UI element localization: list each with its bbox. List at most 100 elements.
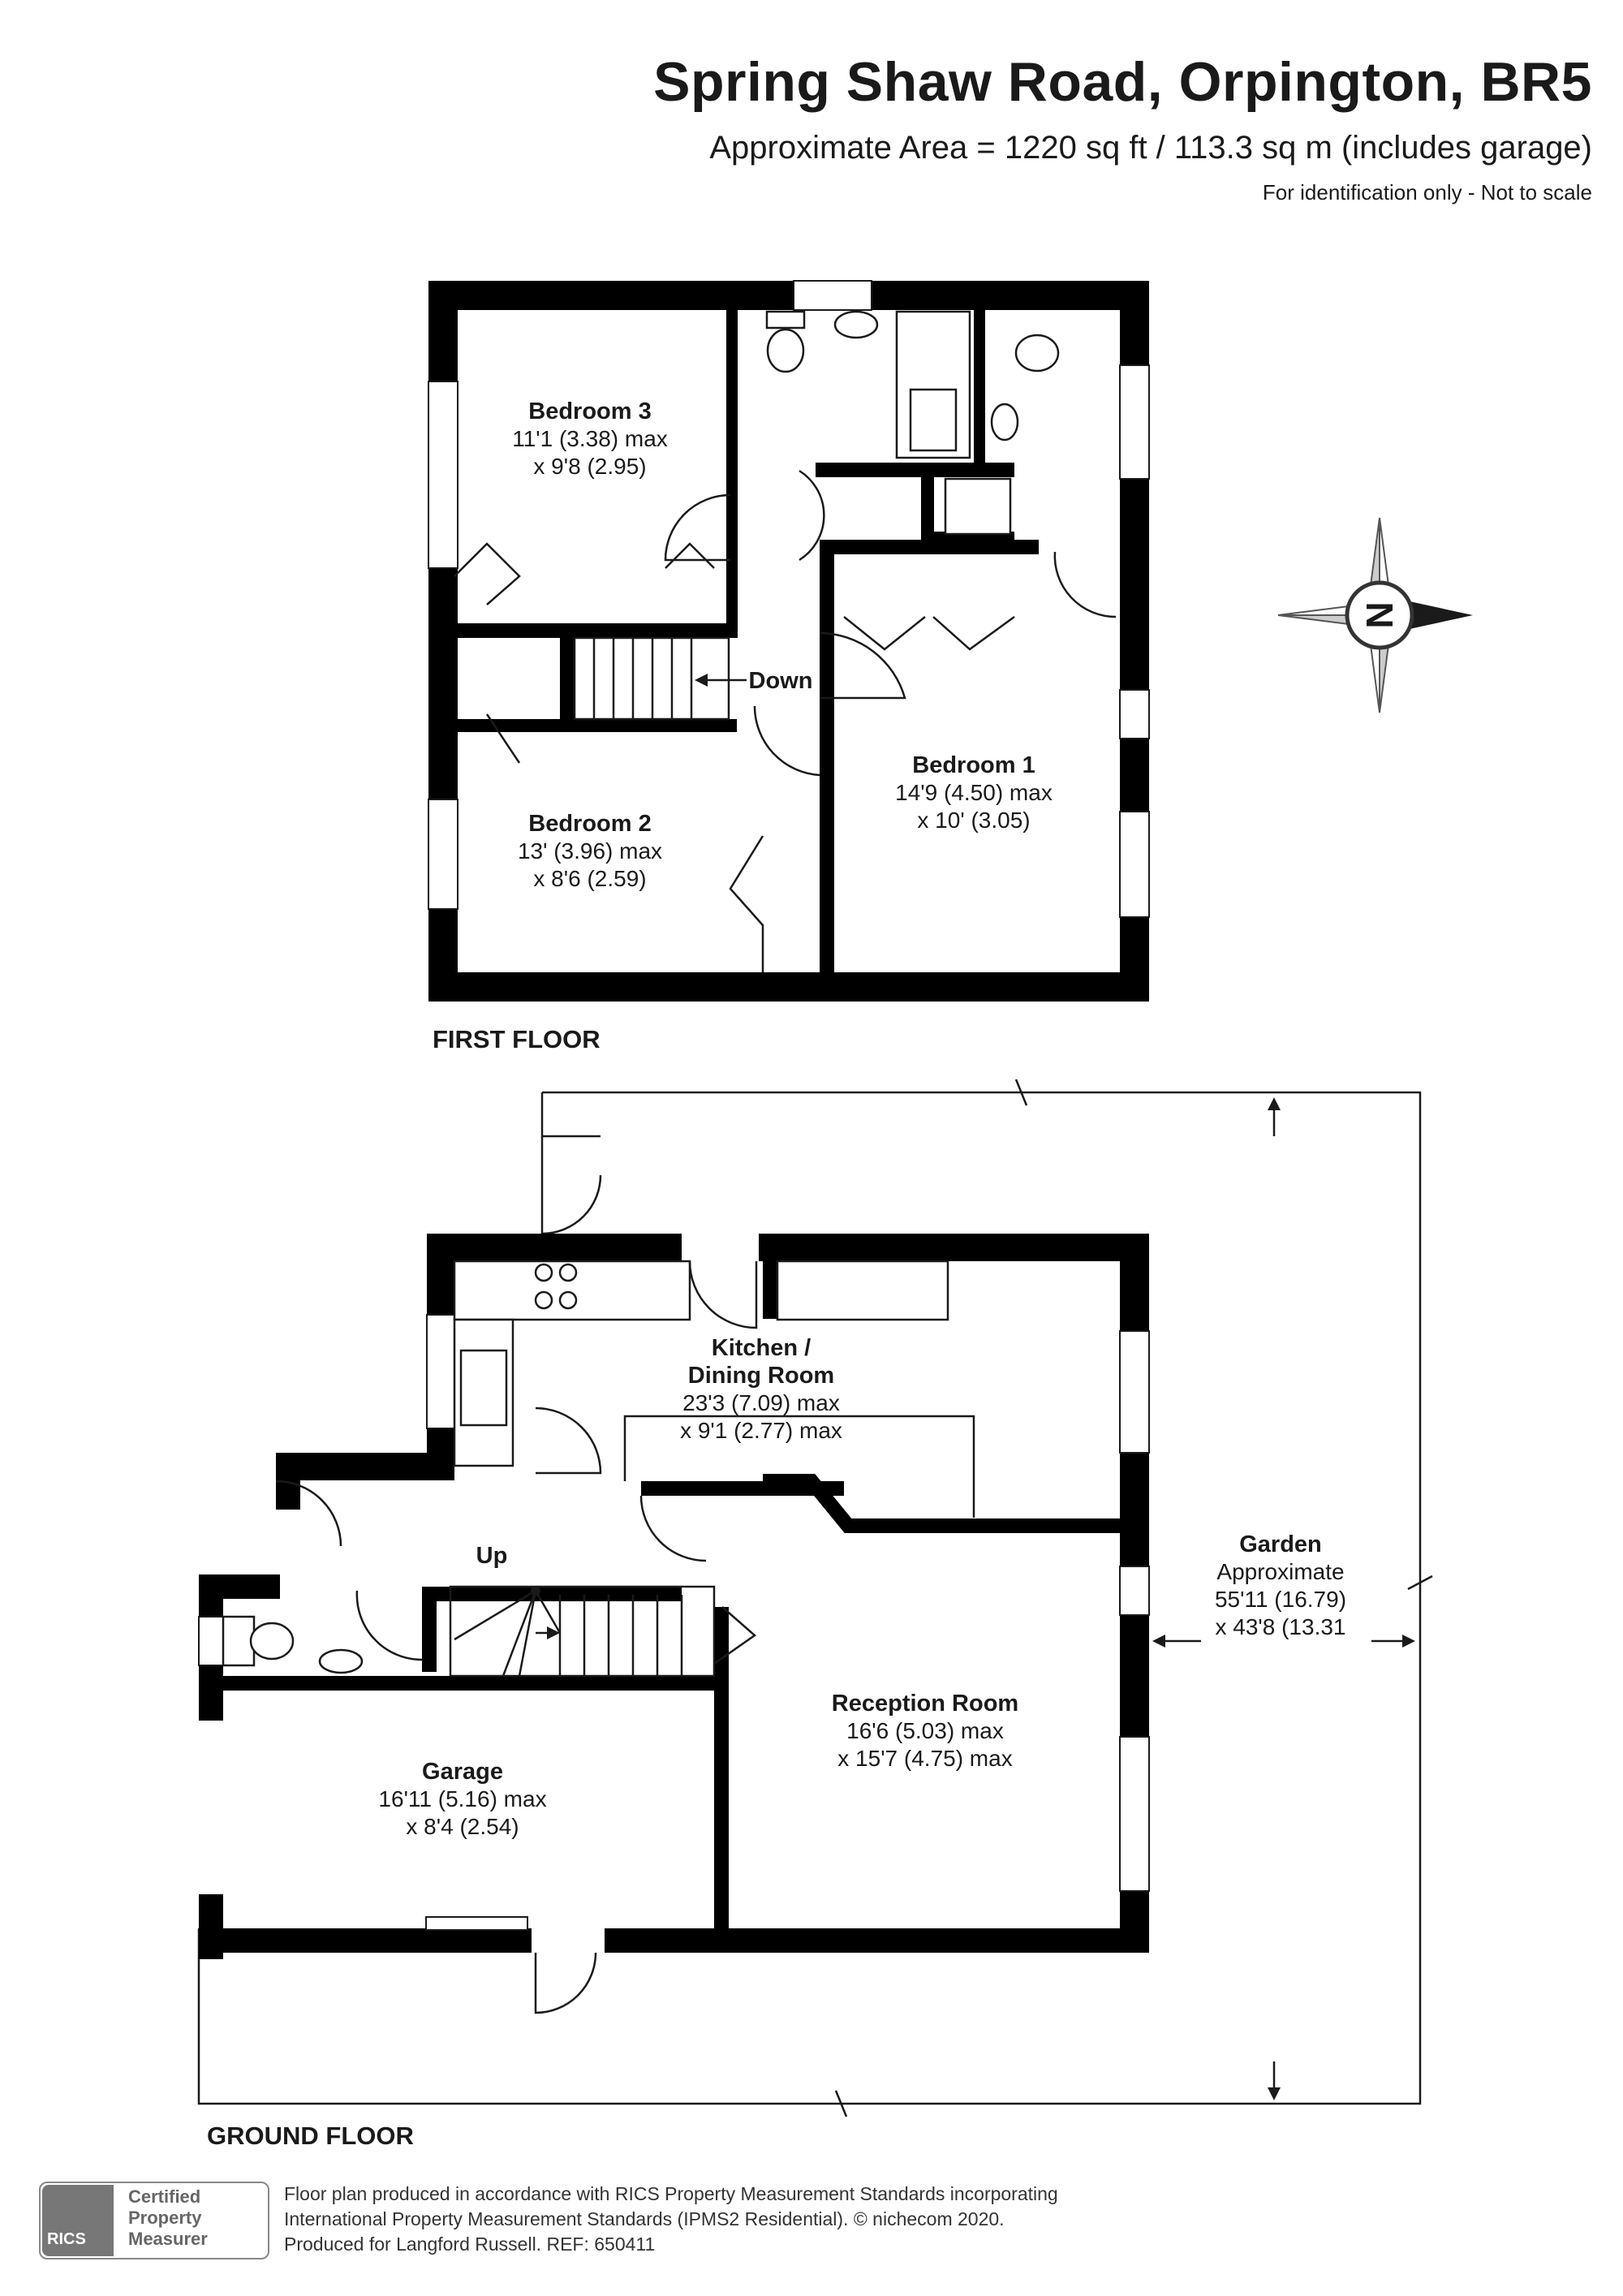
room-dimension: 16'11 (5.16) max (378, 1786, 546, 1811)
window (426, 1314, 455, 1429)
room-name: Bedroom 3 (528, 398, 651, 424)
interior-wall (458, 719, 737, 732)
garden-dimension: 55'11 (16.79) (1215, 1587, 1346, 1612)
room-name: Dining Room (688, 1363, 834, 1389)
window (1119, 689, 1150, 739)
interior-wall (820, 540, 1039, 554)
window (1119, 1566, 1150, 1616)
door-swing (540, 1136, 602, 1235)
interior-wall (763, 1474, 1136, 1533)
wardrobe-door (454, 542, 521, 605)
door-swing (535, 1406, 602, 1475)
window (1119, 364, 1150, 480)
door-swing (799, 469, 825, 562)
stairs-label: Down (749, 668, 813, 694)
rics-logo-text: RICS (47, 2230, 86, 2248)
room-dimension: x 8'4 (2.54) (406, 1814, 519, 1839)
room-name: Garage (422, 1759, 503, 1785)
footer-text: Floor plan produced in accordance with R… (284, 2182, 1058, 2257)
hob-ring (558, 1263, 578, 1282)
room-dimension: 23'3 (7.09) max (682, 1390, 840, 1415)
room-dimension: 13' (3.96) max (518, 838, 662, 864)
door-swing (819, 631, 906, 700)
scale-note: For identification only - Not to scale (1262, 180, 1592, 205)
window (428, 799, 458, 910)
door-swing (688, 1260, 758, 1329)
interior-wall (921, 463, 934, 544)
ground-wall-bottom (605, 1928, 1148, 1953)
toilet-cistern (765, 310, 806, 330)
area-subtitle: Approximate Area = 1220 sq ft / 113.3 sq… (709, 130, 1592, 166)
ground-wall-right (1120, 1234, 1149, 1737)
garden-dimension: x 43'8 (13.31 (1215, 1614, 1345, 1639)
basin (990, 403, 1019, 442)
interior-wall (199, 1676, 726, 1691)
footer-line: Floor plan produced in accordance with R… (284, 2183, 1058, 2204)
hob-ring (534, 1290, 553, 1310)
garden-name: Garden (1239, 1531, 1322, 1557)
interior-wall (458, 623, 738, 638)
door-swing (275, 1480, 342, 1547)
room-dimension: x 9'1 (2.77) max (680, 1418, 842, 1443)
wardrobe-door (843, 615, 1015, 651)
interior-wall (726, 310, 738, 627)
kitchen-worktop (776, 1260, 949, 1321)
shower-tray (944, 477, 1012, 536)
door-swing (534, 1952, 597, 2014)
ground-wall (199, 1574, 280, 1599)
plan-title: Spring Shaw Road, Orpington, BR5 (653, 51, 1592, 113)
door-swing (664, 493, 731, 562)
certified-measurer-text: Certified Property Measurer (128, 2186, 208, 2249)
compass-letter: N (1358, 601, 1401, 628)
room-dimension: x 9'8 (2.95) (533, 454, 646, 479)
interior-wall (763, 1238, 777, 1319)
interior-wall (974, 310, 985, 464)
window (1119, 811, 1150, 918)
hob-ring (534, 1263, 553, 1282)
room-dimension: x 8'6 (2.59) (533, 866, 646, 891)
basin (833, 310, 879, 339)
door-swing (639, 1495, 707, 1562)
ground-floor-stairs (449, 1585, 716, 1678)
window (1119, 1330, 1150, 1454)
hob-ring (558, 1290, 578, 1310)
interior-wall (422, 1591, 437, 1672)
interior-wall (422, 1587, 682, 1601)
ground-wall (276, 1453, 454, 1480)
interior-wall (714, 1607, 729, 1940)
room-name: Reception Room (832, 1691, 1018, 1717)
room-dimension: 11'1 (3.38) max (512, 426, 668, 451)
dining-partition (623, 1415, 975, 1518)
room-name: Kitchen / (712, 1335, 811, 1361)
room-name: Bedroom 1 (912, 752, 1035, 778)
ground-floor-plan: Kitchen / Dining Room 23'3 (7.09) max x … (197, 1079, 1433, 2117)
break-mark (1014, 1079, 1028, 1106)
window (1119, 1736, 1150, 1892)
ground-wall-bottom (199, 1928, 532, 1953)
first-floor-wall-bottom (428, 972, 1149, 1002)
room-dimension: 14'9 (4.50) max (895, 780, 1053, 805)
shower-tray (909, 388, 958, 452)
room-name: Bedroom 2 (528, 811, 651, 837)
toilet-cistern (222, 1615, 256, 1667)
footer-line: Produced for Langford Russell. REF: 6504… (284, 2234, 656, 2255)
interior-wall (816, 463, 1014, 477)
door-swing (1053, 551, 1117, 618)
room-dimension: 16'6 (5.03) max (846, 1718, 1004, 1743)
toilet (1014, 334, 1060, 373)
room-dimension: x 15'7 (4.75) max (837, 1746, 1012, 1771)
garden-text: Approximate (1216, 1559, 1344, 1584)
window (425, 1916, 528, 1931)
first-floor-plan: Bedroom 3 11'1 (3.38) max x 9'8 (2.95) B… (428, 280, 1150, 1002)
break-mark (834, 2090, 848, 2117)
first-floor-label: FIRST FLOOR (433, 1025, 601, 1053)
interior-wall (820, 821, 834, 972)
door-swing (753, 705, 820, 777)
wardrobe-door (729, 835, 764, 972)
garden-boundary (197, 1091, 1422, 2105)
toilet (766, 328, 805, 373)
ground-floor-label: GROUND FLOOR (207, 2122, 414, 2150)
rics-logo (42, 2185, 114, 2256)
break-mark (1407, 1574, 1433, 1591)
